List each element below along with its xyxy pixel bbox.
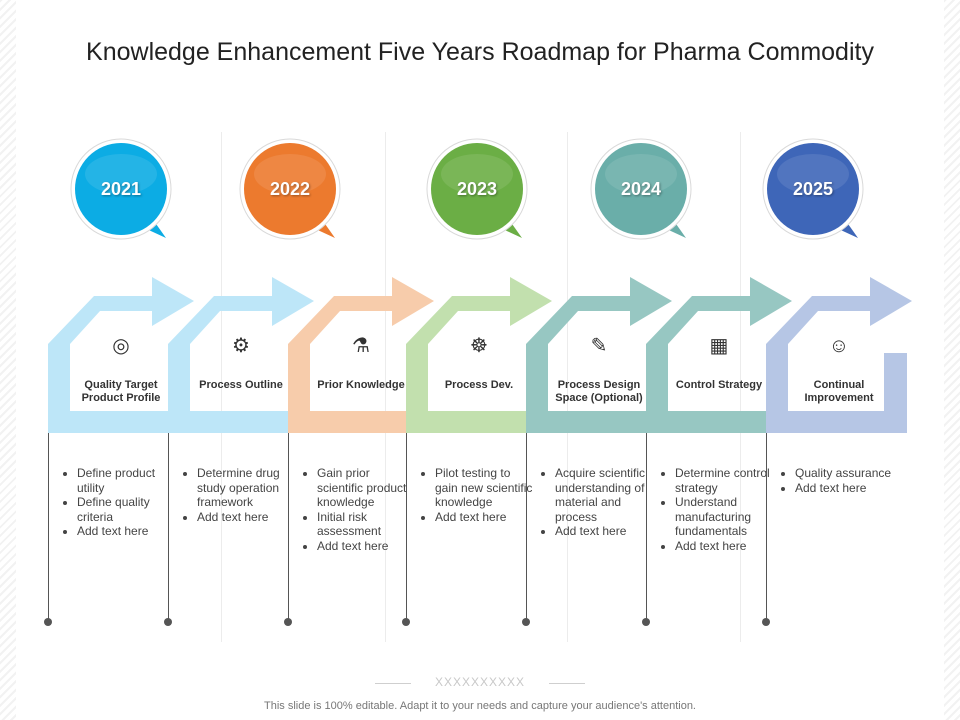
roadmap-arrow	[48, 277, 194, 433]
roadmap-arrow	[406, 277, 552, 433]
timeline-stem	[48, 433, 49, 619]
footer-rule	[549, 683, 585, 684]
step-bullets: Determine drug study operation framework…	[177, 466, 297, 524]
bullet-item: Add text here	[317, 539, 417, 554]
step-label: Process Dev.	[444, 379, 514, 391]
speech-bubble-shape	[239, 138, 341, 240]
roadmap-arrow	[526, 277, 672, 433]
year-label: 2022	[269, 179, 311, 199]
gear-cycle-icon: ☸	[470, 335, 488, 357]
speech-bubble-shape	[426, 138, 528, 240]
team-growth-icon: ☺	[828, 335, 850, 357]
bullet-item: Add text here	[555, 524, 655, 539]
process-chart-icon: ⚙	[232, 335, 250, 357]
bullet-item: Define product utility	[77, 466, 177, 495]
design-tools-icon: ✎	[590, 335, 608, 357]
target-icon: ◎	[112, 335, 130, 357]
step-label: Process Outline	[199, 379, 283, 391]
timeline-stem	[168, 433, 169, 619]
roadmap-arrow-tail	[866, 353, 907, 433]
step-bullets: Define product utilityDefine quality cri…	[57, 466, 177, 539]
blueprint-icon: ▦	[709, 335, 729, 357]
speech-bubble-shape	[590, 138, 692, 240]
year-label: 2023	[456, 179, 498, 199]
year-bubble: 2024	[590, 138, 692, 240]
timeline-dot	[642, 618, 650, 626]
lab-flask-icon: ⚗	[352, 335, 370, 357]
bullet-item: Add text here	[795, 481, 895, 496]
step-bullets: Acquire scientific understanding of mate…	[535, 466, 655, 539]
speech-bubble-shape	[762, 138, 864, 240]
bullet-item: Add text here	[77, 524, 177, 539]
timeline-dot	[522, 618, 530, 626]
timeline-stem	[406, 433, 407, 619]
bullet-item: Add text here	[435, 510, 535, 525]
timeline-stem	[646, 433, 647, 619]
timeline-stem	[526, 433, 527, 619]
bullet-item: Acquire scientific understanding of mate…	[555, 466, 655, 524]
bullet-item: Add text here	[675, 539, 775, 554]
year-bubble: 2022	[239, 138, 341, 240]
column-separator	[567, 132, 568, 642]
timeline-stem	[288, 433, 289, 619]
timeline-dot	[44, 618, 52, 626]
bullet-item: Determine drug study operation framework	[197, 466, 297, 510]
bullet-item: Initial risk assessment	[317, 510, 417, 539]
year-bubble: 2023	[426, 138, 528, 240]
roadmap-arrow	[646, 277, 792, 433]
timeline-stem	[766, 433, 767, 619]
year-label: 2025	[792, 179, 834, 199]
bullet-item: Pilot testing to gain new scientific kno…	[435, 466, 535, 510]
bullet-item: Define quality criteria	[77, 495, 177, 524]
year-label: 2021	[100, 179, 142, 199]
step-label: Quality Target Product Profile	[81, 379, 161, 404]
bullet-item: Add text here	[197, 510, 297, 525]
step-label: Continual Improvement	[804, 379, 874, 404]
step-bullets: Quality assuranceAdd text here	[775, 466, 895, 495]
year-bubble: 2021	[70, 138, 172, 240]
column-separator	[385, 132, 386, 642]
footer-note: This slide is 100% editable. Adapt it to…	[264, 700, 696, 712]
step-label: Control Strategy	[675, 379, 763, 391]
footer-decoration-text: XXXXXXXXXX	[434, 675, 526, 689]
page-title: Knowledge Enhancement Five Years Roadmap…	[86, 38, 874, 66]
timeline-dot	[762, 618, 770, 626]
year-label: 2024	[620, 179, 662, 199]
bullet-item: Understand manufacturing fundamentals	[675, 495, 775, 539]
step-label: Process Design Space (Optional)	[555, 379, 643, 404]
step-bullets: Determine control strategyUnderstand man…	[655, 466, 775, 553]
column-separator	[740, 132, 741, 642]
roadmap-arrow	[766, 277, 912, 433]
left-frame-pattern	[0, 0, 16, 720]
step-bullets: Gain prior scientific product knowledgeI…	[297, 466, 417, 553]
speech-bubble-shape	[70, 138, 172, 240]
bullet-item: Gain prior scientific product knowledge	[317, 466, 417, 510]
roadmap-arrow	[288, 277, 434, 433]
bullet-item: Quality assurance	[795, 466, 895, 481]
timeline-dot	[164, 618, 172, 626]
timeline-dot	[402, 618, 410, 626]
footer-decoration: XXXXXXXXXX	[375, 675, 585, 691]
step-bullets: Pilot testing to gain new scientific kno…	[415, 466, 535, 524]
column-separator	[221, 132, 222, 642]
bullet-item: Determine control strategy	[675, 466, 775, 495]
year-bubble: 2025	[762, 138, 864, 240]
right-frame-pattern	[944, 0, 960, 720]
step-label: Prior Knowledge	[317, 379, 405, 391]
footer-rule	[375, 683, 411, 684]
roadmap-arrow	[168, 277, 314, 433]
timeline-dot	[284, 618, 292, 626]
